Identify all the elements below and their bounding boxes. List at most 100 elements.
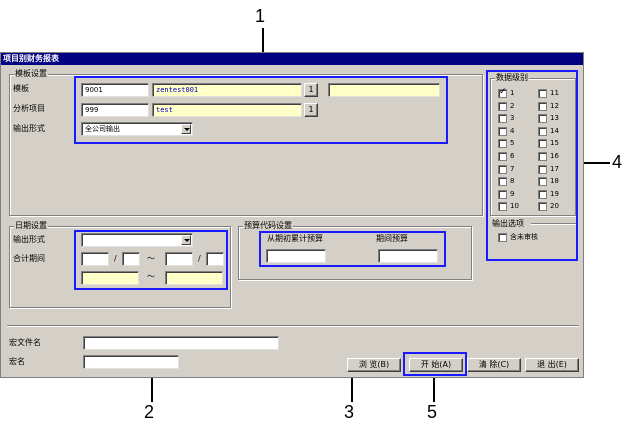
template-code-input[interactable]: 9001 bbox=[81, 83, 149, 97]
template-name-input[interactable]: zentest001 bbox=[152, 83, 302, 97]
level-label-1: 1 bbox=[510, 89, 515, 97]
include-unreviewed-checkbox[interactable] bbox=[498, 233, 507, 242]
data-level-title: 数据级别 bbox=[495, 73, 529, 83]
template-lookup-button[interactable]: 1 bbox=[304, 83, 318, 97]
macro-file-label: 宏文件名 bbox=[9, 338, 41, 347]
callout-4-line bbox=[576, 162, 610, 164]
date-settings-title: 日期设置 bbox=[14, 221, 48, 231]
callout-5: 5 bbox=[427, 402, 438, 422]
level-label-10: 10 bbox=[510, 202, 519, 211]
level-checkbox-17[interactable] bbox=[538, 164, 547, 174]
level-label-3: 3 bbox=[510, 114, 515, 123]
level-label-13: 13 bbox=[550, 114, 559, 123]
output-form-value: 全公司输出 bbox=[85, 125, 120, 133]
start-button[interactable]: 开 始(A) bbox=[409, 358, 463, 372]
macro-name-input[interactable] bbox=[83, 355, 179, 369]
date-settings-group: 日期设置 bbox=[9, 221, 231, 308]
level-label-6: 6 bbox=[510, 152, 515, 160]
level-checkbox-13[interactable] bbox=[538, 114, 547, 124]
browse-button[interactable]: 浏 览(B) bbox=[347, 358, 401, 372]
level-checkbox-9[interactable] bbox=[498, 189, 507, 199]
budget-period-label: 期间预算 bbox=[376, 234, 408, 243]
period-end-slash: / bbox=[198, 254, 201, 263]
period-start-slash: / bbox=[114, 254, 117, 263]
highlight-budget-area bbox=[259, 231, 446, 267]
level-checkbox-12[interactable] bbox=[538, 101, 547, 111]
level-checkbox-8[interactable] bbox=[498, 177, 507, 187]
level-label-5: 5 bbox=[510, 139, 515, 148]
level-checkbox-1[interactable] bbox=[498, 87, 507, 98]
period-start-month-input[interactable] bbox=[122, 252, 140, 266]
level-checkbox-18[interactable] bbox=[538, 177, 547, 187]
level-label-19: 19 bbox=[550, 189, 559, 198]
level-label-18: 18 bbox=[550, 177, 559, 186]
period-tilde: ～ bbox=[147, 254, 155, 263]
level-label-4: 4 bbox=[510, 126, 515, 135]
template-label: 模板 bbox=[13, 84, 29, 93]
budget-cumulative-input[interactable] bbox=[266, 249, 326, 263]
budget-code-title: 预算代码设置 bbox=[243, 221, 293, 231]
analysis-label: 分析项目 bbox=[13, 104, 45, 113]
template-extra-field[interactable] bbox=[328, 83, 440, 97]
level-checkbox-4[interactable] bbox=[498, 126, 507, 136]
callout-3: 3 bbox=[344, 402, 355, 422]
period-start-year-input[interactable] bbox=[81, 252, 109, 266]
budget-code-group: 预算代码设置 bbox=[238, 221, 472, 280]
period-end-month-input[interactable] bbox=[206, 252, 224, 266]
level-checkbox-15[interactable] bbox=[538, 139, 547, 149]
level-checkbox-5[interactable] bbox=[498, 139, 507, 149]
period-end-name-field[interactable] bbox=[165, 271, 223, 285]
window-title: 项目别财务报表 bbox=[1, 53, 583, 65]
level-checkbox-3[interactable] bbox=[498, 114, 507, 124]
level-checkbox-11[interactable] bbox=[538, 89, 547, 98]
period-start-name-field[interactable] bbox=[81, 271, 139, 285]
highlight-date-area bbox=[74, 230, 228, 290]
level-checkbox-7[interactable] bbox=[498, 164, 507, 174]
level-label-9: 9 bbox=[510, 189, 515, 198]
macro-file-input[interactable] bbox=[83, 336, 279, 350]
level-label-16: 16 bbox=[550, 152, 559, 160]
date-output-label: 输出形式 bbox=[13, 235, 45, 244]
date-output-select[interactable] bbox=[81, 233, 193, 247]
callout-1: 1 bbox=[255, 6, 266, 26]
level-checkbox-20[interactable] bbox=[538, 202, 547, 212]
analysis-code-input[interactable]: 999 bbox=[81, 103, 149, 117]
period-end-year-input[interactable] bbox=[165, 252, 193, 266]
level-label-20: 20 bbox=[550, 202, 559, 211]
output-form-label: 输出形式 bbox=[13, 124, 45, 133]
level-checkbox-16[interactable] bbox=[538, 152, 547, 161]
output-form-select[interactable]: 全公司输出 bbox=[81, 122, 193, 136]
analysis-lookup-button[interactable]: 1 bbox=[304, 103, 318, 117]
level-checkbox-10[interactable] bbox=[498, 202, 507, 212]
chevron-down-icon[interactable] bbox=[181, 235, 191, 245]
level-checkbox-2[interactable] bbox=[498, 101, 507, 111]
period-label: 合计期间 bbox=[13, 254, 45, 263]
level-checkbox-6[interactable] bbox=[498, 152, 507, 161]
level-label-14: 14 bbox=[550, 126, 559, 135]
callout-2: 2 bbox=[144, 402, 155, 422]
level-checkbox-19[interactable] bbox=[538, 189, 547, 199]
callout-5-line bbox=[433, 374, 435, 402]
level-label-8: 8 bbox=[510, 177, 515, 186]
exit-button[interactable]: 退 出(E) bbox=[525, 358, 579, 372]
data-level-group: 数据级别 bbox=[490, 73, 576, 216]
level-label-2: 2 bbox=[510, 101, 515, 110]
level-label-12: 12 bbox=[550, 101, 559, 110]
chevron-down-icon[interactable] bbox=[181, 124, 191, 134]
macro-name-label: 宏名 bbox=[9, 357, 25, 366]
analysis-name-input[interactable]: test bbox=[152, 103, 302, 117]
period-name-tilde: ～ bbox=[147, 272, 155, 281]
output-options-divider bbox=[531, 223, 577, 225]
level-checkbox-14[interactable] bbox=[538, 126, 547, 136]
level-label-7: 7 bbox=[510, 164, 515, 173]
level-label-15: 15 bbox=[550, 139, 559, 148]
highlight-template-area bbox=[74, 76, 448, 144]
budget-period-input[interactable] bbox=[378, 249, 438, 263]
callout-4: 4 bbox=[612, 152, 623, 172]
output-options-title: 输出选项 bbox=[492, 219, 524, 228]
clear-button[interactable]: 清 除(C) bbox=[467, 358, 521, 372]
budget-cumulative-label: 从期初累计预算 bbox=[267, 234, 323, 243]
highlight-level-area bbox=[486, 70, 578, 261]
level-label-11: 11 bbox=[550, 89, 559, 97]
template-settings-group: 模板设置 bbox=[9, 69, 483, 216]
